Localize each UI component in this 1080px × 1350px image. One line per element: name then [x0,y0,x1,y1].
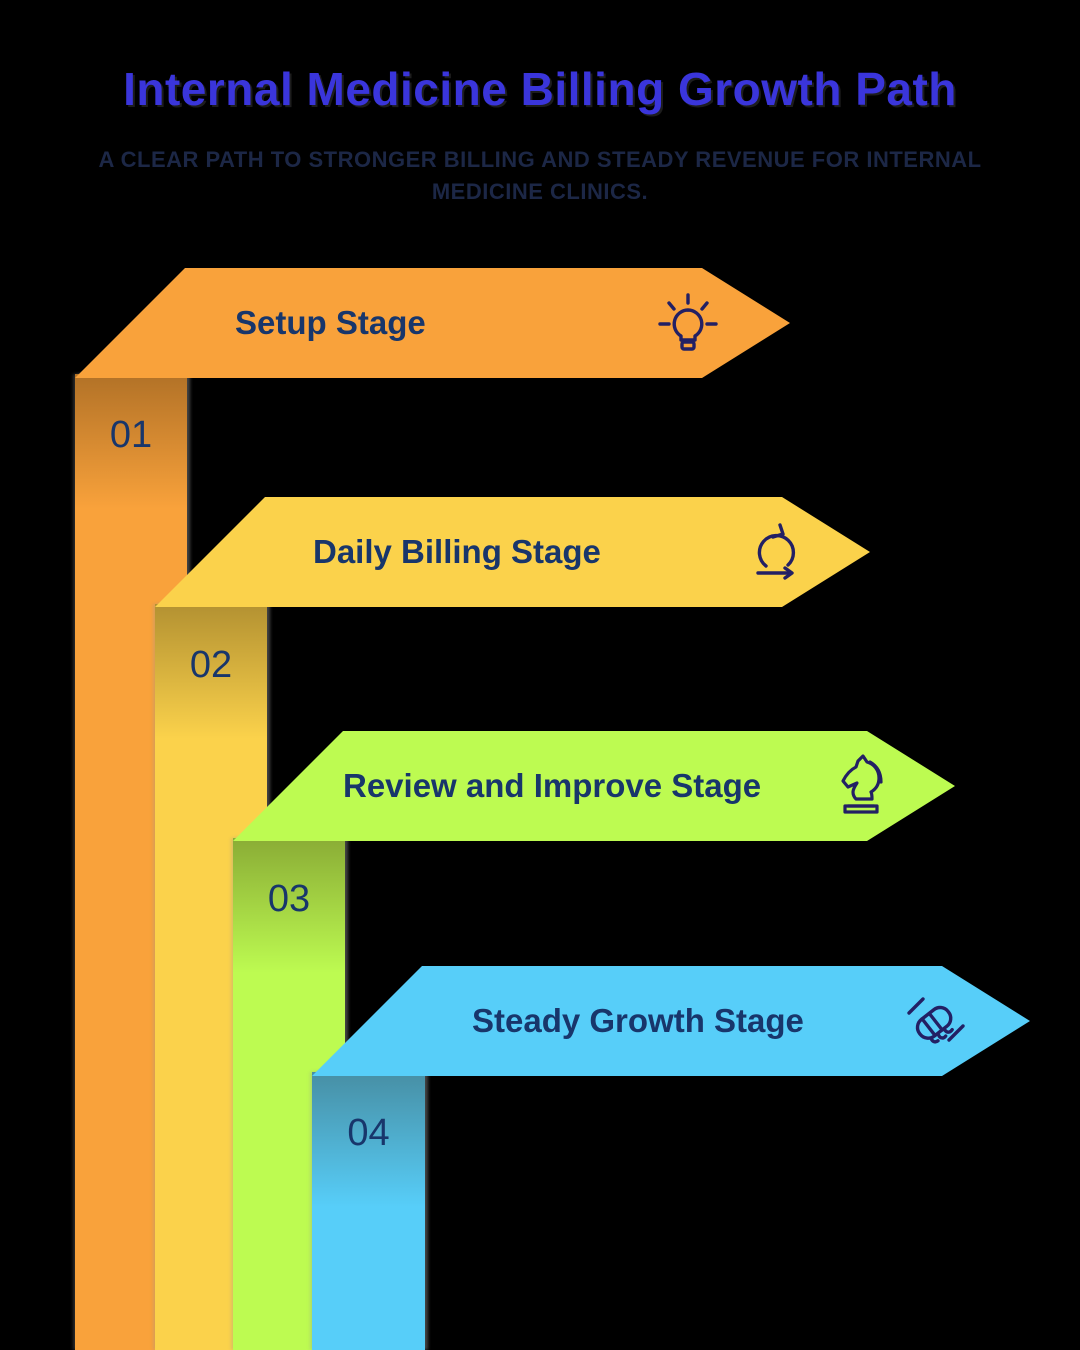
header: Internal Medicine Billing Growth Path A … [0,0,1080,208]
stage-label: Review and Improve Stage [343,767,762,804]
stage-number: 04 [347,1112,390,1154]
stage-number: 02 [189,644,233,686]
stage-label: Daily Billing Stage [313,533,601,570]
stage-number: 01 [109,414,153,456]
stage-ribbon-column: 04 [312,1072,425,1350]
stage-label: Setup Stage [235,304,426,341]
stage-arrow: Steady Growth Stage [312,966,1030,1076]
chess-knight-icon [825,750,897,822]
page-title: Internal Medicine Billing Growth Path [123,63,957,115]
stage-arrow: Review and Improve Stage [233,731,955,841]
stage-arrow: Setup Stage [75,268,790,378]
stage-number: 03 [267,878,311,920]
stage-label: Steady Growth Stage [472,1002,804,1039]
iteration-icon [740,516,812,588]
page-subtitle: A CLEAR PATH TO STRONGER BILLING AND STE… [98,147,982,204]
stage-arrow: Daily Billing Stage [155,497,870,607]
handshake-icon [900,985,972,1057]
lightbulb-icon [652,287,724,359]
